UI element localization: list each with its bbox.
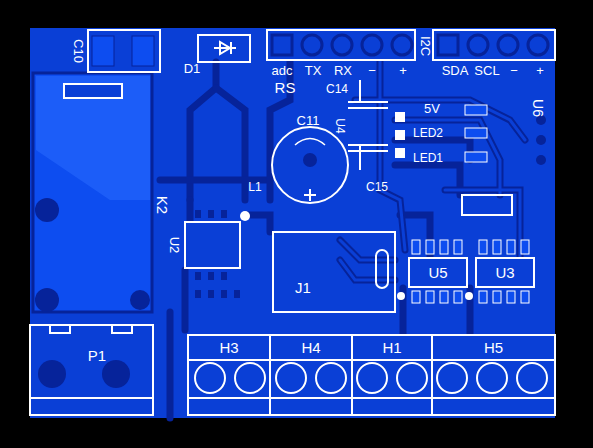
silkscreen-label: LED2 <box>413 127 443 139</box>
relay-pin <box>35 288 59 312</box>
header-pins <box>438 35 548 55</box>
jumper-outline <box>273 232 395 312</box>
connector-outline <box>30 325 153 415</box>
silkscreen-label: adc <box>272 64 293 77</box>
capacitor-pad <box>303 153 317 167</box>
capacitor-outline <box>88 30 160 72</box>
capacitor-pad <box>132 36 154 66</box>
silkscreen-label: K2 <box>155 196 170 214</box>
component-box: H1 <box>353 336 431 359</box>
ic-pins <box>412 240 529 303</box>
silkscreen-label: 5V <box>424 102 440 115</box>
silkscreen-label: TX <box>305 64 322 77</box>
smd-pad <box>395 130 405 140</box>
trace <box>340 60 525 280</box>
component-label: U3 <box>495 265 514 280</box>
component-label: U5 <box>428 265 447 280</box>
silkscreen-label: C11 <box>297 114 320 127</box>
silkscreen-label: + <box>399 64 407 77</box>
component-box: P1 <box>75 343 119 367</box>
jumper-pin <box>376 250 388 288</box>
terminal-dividers <box>188 335 555 415</box>
component-label: H4 <box>301 340 320 355</box>
silkscreen-label: + <box>536 64 544 77</box>
component-box: U5 <box>408 257 468 288</box>
silkscreen-label: − <box>510 64 518 77</box>
silkscreen-label: − <box>368 64 376 77</box>
pin1-dot <box>240 211 250 221</box>
smd-pad <box>465 128 487 138</box>
silkscreen-label: L1 <box>248 181 261 193</box>
component-box: H3 <box>189 336 269 359</box>
component-box: J1 <box>283 272 323 302</box>
header-outline <box>433 30 555 60</box>
component-box: U3 <box>475 257 535 288</box>
silkscreen-label: C15 <box>366 181 388 193</box>
silkscreen-label: U6 <box>531 99 545 117</box>
connector-pin <box>102 360 130 388</box>
component-label: H3 <box>219 340 238 355</box>
silkscreen-label: U2 <box>168 237 181 254</box>
relay-body <box>33 73 152 312</box>
ic-pins <box>195 210 240 298</box>
relay-pin <box>130 290 150 310</box>
connector-pin <box>38 360 66 388</box>
silkscreen-label: SCL <box>474 64 499 77</box>
component-box: H4 <box>271 336 351 359</box>
ic-outline <box>185 222 240 268</box>
component-label: H5 <box>484 340 503 355</box>
smd-pad <box>395 148 405 158</box>
smd-outline <box>462 195 512 215</box>
smd-pad <box>465 152 487 162</box>
relay-tab <box>64 84 122 98</box>
silkscreen-label: C10 <box>72 39 85 63</box>
capacitor-symbol <box>348 145 388 170</box>
pin1-dot <box>465 292 473 300</box>
silkscreen-label: RX <box>334 64 352 77</box>
smd-pad <box>465 105 487 115</box>
electrolytic-capacitor <box>272 127 348 203</box>
header-pins <box>272 35 412 55</box>
header-outline <box>267 30 415 60</box>
component-label: P1 <box>88 348 106 363</box>
terminal-screws <box>195 363 547 393</box>
silkscreen-label: U4 <box>334 118 346 133</box>
via <box>536 155 546 165</box>
component-label: J1 <box>295 280 311 295</box>
capacitor-symbol <box>348 80 388 108</box>
relay-pin <box>35 198 59 222</box>
connector-latch <box>112 325 132 333</box>
silkscreen-label: C14 <box>326 83 348 95</box>
component-box: H5 <box>433 336 554 359</box>
connector-latch <box>50 325 70 333</box>
capacitor-pad <box>92 36 114 66</box>
diode-symbol <box>214 42 236 54</box>
smd-pad <box>395 112 405 122</box>
relay-pad-area <box>36 76 150 200</box>
diode-outline <box>198 35 250 62</box>
silkscreen-label: RS <box>275 80 296 95</box>
terminal-outline <box>188 335 555 415</box>
pin1-dot <box>397 292 405 300</box>
copper-pour <box>30 28 555 418</box>
via <box>536 135 546 145</box>
silkscreen-label: SDA <box>442 64 469 77</box>
silkscreen-label: I2C <box>419 36 432 56</box>
capacitor-marking <box>295 139 325 146</box>
connector-edge <box>30 397 153 399</box>
polarity-mark <box>304 189 316 201</box>
silkscreen-label: D1 <box>184 62 201 75</box>
silkscreen-label: LED1 <box>413 152 443 164</box>
component-label: H1 <box>382 340 401 355</box>
